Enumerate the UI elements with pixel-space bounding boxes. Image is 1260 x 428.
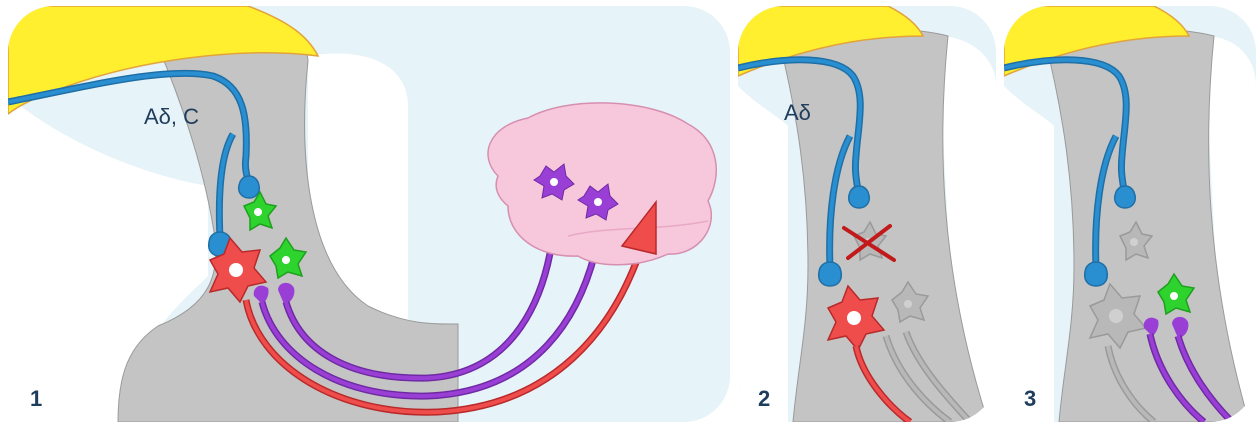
panel-number: 2 — [758, 386, 770, 412]
afferent-terminal-2 — [1085, 262, 1108, 286]
white-matter — [1004, 86, 1054, 422]
brain — [488, 103, 716, 265]
panel-3-interneuron-activation: 3 — [1004, 6, 1256, 422]
panel-number: 1 — [30, 386, 42, 412]
fiber-label: Aδ — [784, 100, 811, 126]
afferent-terminal-1 — [1115, 186, 1136, 208]
panel-2-blocked-pathway: Aδ 2 — [738, 6, 996, 422]
fiber-label: Aδ, C — [144, 104, 199, 130]
white-matter — [738, 86, 788, 422]
panel-2-diagram — [738, 6, 996, 422]
afferent-terminal-1 — [849, 186, 870, 208]
afferent-terminal-2 — [819, 262, 842, 286]
panel-number: 3 — [1024, 386, 1036, 412]
panel-1-normal-pain-pathway: Aδ, C 1 — [8, 6, 730, 422]
panel-1-diagram — [8, 6, 730, 422]
panel-3-diagram — [1004, 6, 1256, 422]
afferent-terminal-1 — [239, 176, 260, 198]
